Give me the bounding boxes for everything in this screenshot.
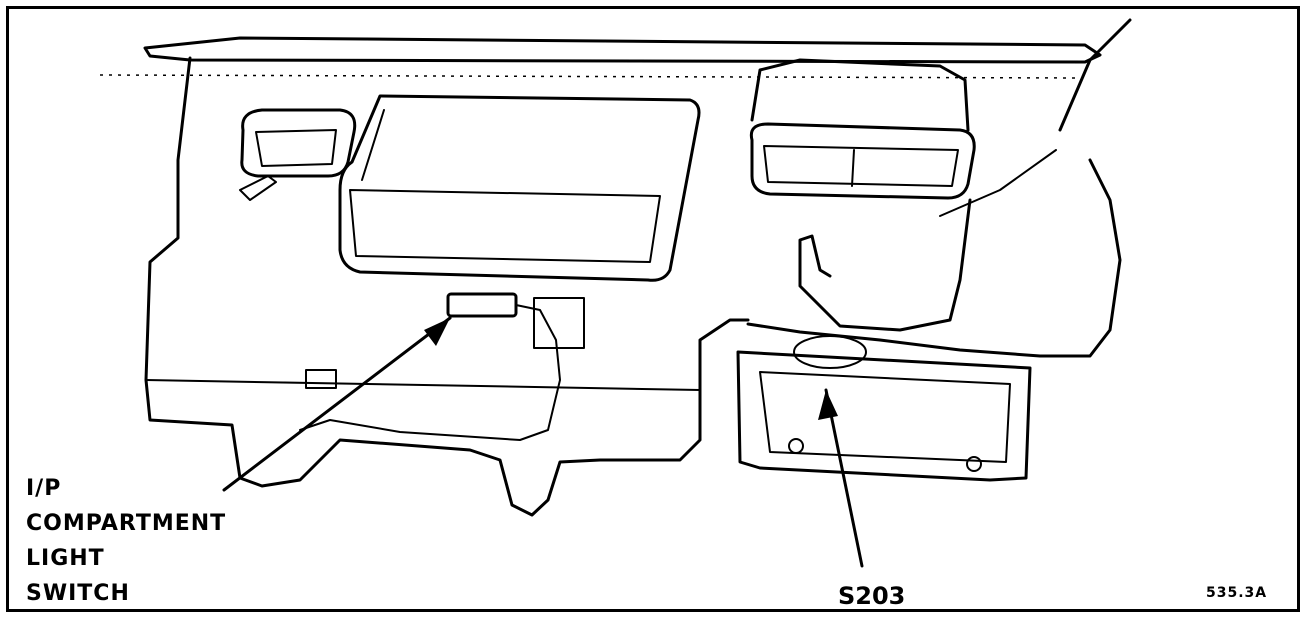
lower-right-tray xyxy=(736,350,1032,482)
arrow-to-switch xyxy=(222,316,452,492)
figure-number: 535.3A xyxy=(1206,585,1268,601)
callout-line-3: LIGHT xyxy=(26,546,105,571)
lower-connector xyxy=(305,369,337,389)
right-vent-inner xyxy=(763,145,959,187)
dash-right-body xyxy=(750,58,972,332)
dash-left-body xyxy=(144,56,750,517)
tray-inner xyxy=(759,371,1011,463)
diagram-frame xyxy=(6,6,1300,612)
glove-compartment xyxy=(338,94,701,282)
arrow-to-switch-head xyxy=(424,318,450,346)
windshield-ledge xyxy=(143,36,1102,64)
arrow-to-s203-head xyxy=(818,390,838,420)
dash-lower-lip xyxy=(145,379,701,391)
glove-compartment-edge xyxy=(361,109,385,181)
side-lead xyxy=(939,149,1057,217)
right-vent-divider xyxy=(851,149,855,187)
switch-bracket xyxy=(533,297,585,349)
splice-s203 xyxy=(793,335,867,369)
compartment-light-switch-label: I/P COMPARTMENT LIGHT SWITCH xyxy=(26,478,226,618)
glove-compartment-lid xyxy=(349,189,661,263)
tray-bolt-left xyxy=(788,438,804,454)
callout-line-4: SWITCH xyxy=(26,581,130,606)
callout-line-1: I/P xyxy=(26,476,62,501)
compartment-light-switch xyxy=(446,292,518,318)
left-vent-stem xyxy=(239,175,277,201)
left-vent-inner xyxy=(255,129,337,167)
switch-harness xyxy=(299,304,561,441)
a-pillar-harness xyxy=(1058,18,1132,132)
left-vent xyxy=(240,108,357,178)
s203-label: S203 xyxy=(838,582,906,610)
tray-bolt-right xyxy=(966,456,982,472)
main-harness xyxy=(746,158,1122,358)
arrow-to-s203 xyxy=(824,388,864,568)
right-vent xyxy=(749,122,976,200)
dashed-line xyxy=(99,74,1081,79)
callout-line-2: COMPARTMENT xyxy=(26,511,227,536)
